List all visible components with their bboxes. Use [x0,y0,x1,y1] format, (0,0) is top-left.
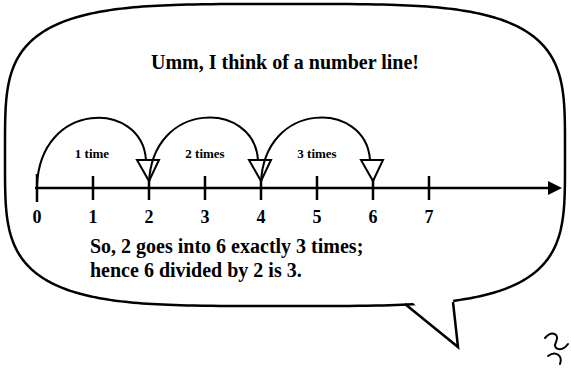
jump-label: 3 times [296,146,337,162]
tick-number: 3 [200,207,211,228]
tick-number: 7 [424,207,435,228]
tick-number: 1 [88,207,99,228]
tick [428,176,431,200]
tick [92,176,95,200]
tick-number: 2 [144,207,155,228]
tick-number: 0 [32,207,43,228]
squiggle [545,334,568,349]
bubble-tail-fill [406,290,458,347]
jump-label: 2 times [184,146,225,162]
hair-squiggle [545,334,568,364]
jump-arcs [37,118,383,186]
squiggle [548,354,561,364]
jump-arrowhead [361,160,383,181]
jump-arc [261,118,370,183]
tick-number: 6 [368,207,379,228]
jump-arrowhead [249,160,271,181]
tick [316,176,319,200]
tick-number: 4 [256,207,267,228]
bubble-heading: Umm, I think of a number line! [4,50,566,74]
axis-arrowhead [548,181,562,195]
jump-arrowhead [137,160,159,181]
tick-number: 5 [312,207,323,228]
axis-line [35,187,552,190]
jump-label: 1 time [74,146,110,162]
bubble-body: So, 2 goes into 6 exactly 3 times; hence… [90,234,390,282]
jump-arc [37,118,146,186]
bubble-border [5,4,565,306]
tick [204,176,207,200]
jump-arc [149,118,258,183]
bubble-tail [405,302,458,347]
number-line [35,174,552,202]
